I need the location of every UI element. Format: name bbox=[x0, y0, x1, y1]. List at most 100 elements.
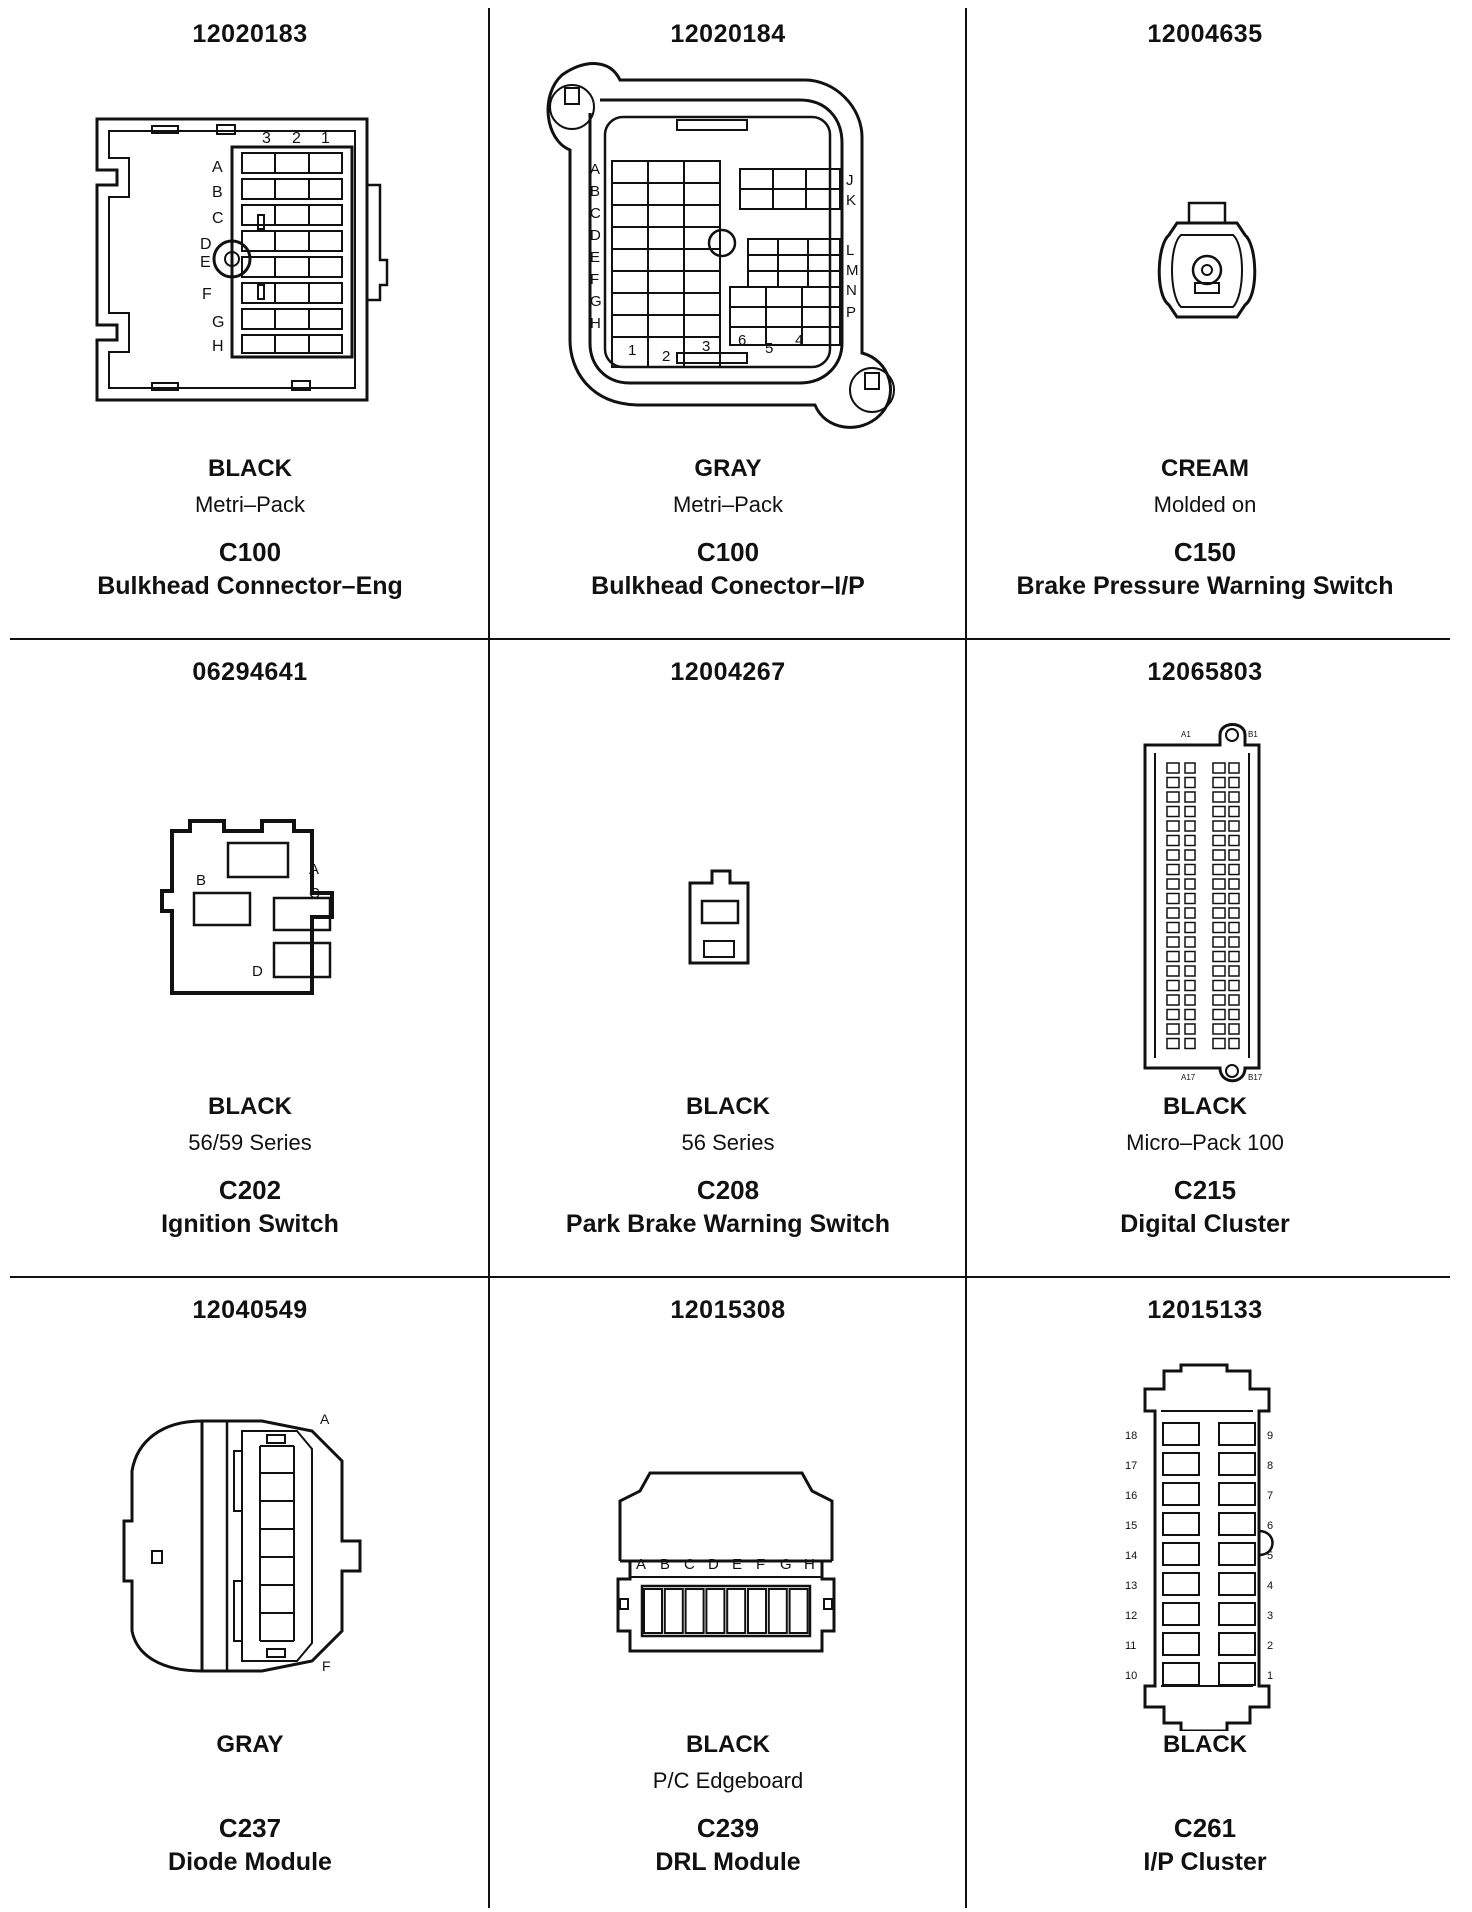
pin-cavity bbox=[1166, 834, 1180, 847]
pin-cavity bbox=[1166, 907, 1180, 919]
connector-cell-c237: 12040549 bbox=[12, 1276, 488, 1912]
connector-id: C261 bbox=[1173, 1813, 1237, 1843]
connector-color: BLACK bbox=[686, 1731, 770, 1758]
part-number: 12040549 bbox=[192, 1296, 308, 1324]
pin-cavity bbox=[1184, 863, 1196, 876]
pin-label: G bbox=[780, 1556, 792, 1573]
pin-cavity bbox=[1228, 936, 1240, 948]
pin-label: 4 bbox=[795, 332, 803, 349]
pin-cavity bbox=[1166, 892, 1180, 905]
pin-cavity bbox=[1162, 1452, 1200, 1476]
part-number: 06294641 bbox=[192, 658, 308, 686]
pin-cavity bbox=[1218, 1542, 1256, 1566]
pin-cavity bbox=[1212, 994, 1226, 1006]
connector-id: C202 bbox=[218, 1175, 282, 1205]
pin-cavity bbox=[1228, 892, 1240, 905]
pin-cavity bbox=[1184, 936, 1196, 948]
connector-color: BLACK bbox=[208, 1093, 292, 1120]
pin-cavity bbox=[1218, 1572, 1256, 1596]
pin-cavity bbox=[684, 1588, 705, 1634]
pin-label: 5 bbox=[1267, 1550, 1273, 1562]
row-label: G bbox=[590, 293, 602, 310]
pin-label: 1 bbox=[628, 342, 636, 359]
connector-drawing bbox=[967, 55, 1443, 435]
pin-cavity bbox=[1228, 834, 1240, 847]
pin-cavity bbox=[1212, 950, 1226, 963]
row-label: P bbox=[846, 304, 856, 321]
connector-series: P/C Edgeboard bbox=[652, 1768, 804, 1793]
pin-cavity bbox=[1162, 1632, 1200, 1656]
pin-label: 6 bbox=[738, 332, 746, 349]
pin-label: 3 bbox=[262, 130, 271, 147]
pin-cavity bbox=[1218, 1422, 1256, 1446]
pin-label: 13 bbox=[1125, 1580, 1137, 1592]
pin-cavity bbox=[1212, 791, 1226, 803]
row-label: B bbox=[590, 183, 600, 200]
row-label: G bbox=[212, 314, 224, 331]
row-label: E bbox=[590, 249, 600, 266]
pin-cavity bbox=[1228, 1023, 1240, 1035]
row-label: C bbox=[590, 205, 601, 222]
cavity-label: B bbox=[196, 872, 206, 889]
pin-cavity bbox=[1184, 907, 1196, 919]
pin-label: 16 bbox=[1125, 1490, 1137, 1502]
part-number: 12065803 bbox=[1147, 658, 1263, 686]
pin-cavity bbox=[1218, 1452, 1256, 1476]
pin-cavity bbox=[1162, 1572, 1200, 1596]
pin-cavity bbox=[1166, 849, 1180, 861]
part-number: 12015133 bbox=[1147, 1296, 1263, 1324]
pin-cavity bbox=[1212, 820, 1226, 832]
connector-drawing: A B C D E F G H J K L M N P 1 2 3 6 5 4 bbox=[490, 55, 966, 435]
pin-label: 8 bbox=[1267, 1460, 1273, 1472]
connector-color: GRAY bbox=[216, 1731, 284, 1758]
pin-cavity bbox=[1212, 805, 1226, 818]
part-number: 12020184 bbox=[670, 20, 786, 48]
pin-cavity bbox=[1212, 1037, 1226, 1050]
pin-label: 2 bbox=[292, 130, 301, 147]
row-label: D bbox=[200, 236, 212, 253]
pin-cavity bbox=[1166, 762, 1180, 774]
connector-color: CREAM bbox=[1161, 455, 1249, 482]
pin-cavity bbox=[1218, 1512, 1256, 1536]
pin-label: C bbox=[684, 1556, 695, 1573]
corner-label: B17 bbox=[1248, 1073, 1263, 1082]
connector-cell-c202: 06294641 A B C D BLACK 56/59 Series C202… bbox=[12, 638, 488, 1274]
connector-drawing: A B C D bbox=[12, 693, 488, 1073]
connector-color: GRAY bbox=[694, 455, 762, 482]
pin-label: 17 bbox=[1125, 1460, 1137, 1472]
connector-name: DRL Module bbox=[655, 1848, 801, 1876]
row-label: B bbox=[212, 184, 223, 201]
row-label: A bbox=[212, 159, 223, 176]
pin-cavity bbox=[1162, 1602, 1200, 1626]
connector-cell-c150: 12004635 CREAM Molded on C150 Brake Pres… bbox=[967, 0, 1443, 636]
pin-cavity bbox=[1166, 863, 1180, 876]
pin-cavity bbox=[1228, 907, 1240, 919]
pin-cavity bbox=[1228, 878, 1240, 890]
pin-cavity bbox=[1218, 1662, 1256, 1686]
pin-cavity bbox=[1184, 979, 1196, 992]
pin-cavity bbox=[1166, 1037, 1180, 1050]
pin-cavity bbox=[1212, 979, 1226, 992]
connector-series: Metri–Pack bbox=[194, 492, 306, 517]
connector-cell-c100-eng: 12020183 bbox=[12, 0, 488, 636]
pin-cavity bbox=[1184, 805, 1196, 818]
pin-cavity bbox=[1184, 878, 1196, 890]
grid-line-horizontal-2 bbox=[10, 1276, 1450, 1278]
connector-id: C215 bbox=[1173, 1175, 1237, 1205]
connector-name: Bulkhead Connector–Eng bbox=[97, 572, 403, 600]
pin-cavity bbox=[788, 1588, 809, 1634]
pin-cavity bbox=[1184, 994, 1196, 1006]
pin-cavity bbox=[1228, 805, 1240, 818]
pin-cavity bbox=[1228, 820, 1240, 832]
pin-cavity bbox=[1166, 1023, 1180, 1035]
corner-label: A1 bbox=[1181, 730, 1191, 739]
pin-cavity bbox=[1184, 965, 1196, 977]
pin-cavity bbox=[1228, 863, 1240, 876]
connector-name: I/P Cluster bbox=[1143, 1848, 1267, 1876]
pin-cavity bbox=[747, 1588, 767, 1634]
connector-id: C100 bbox=[696, 537, 760, 567]
